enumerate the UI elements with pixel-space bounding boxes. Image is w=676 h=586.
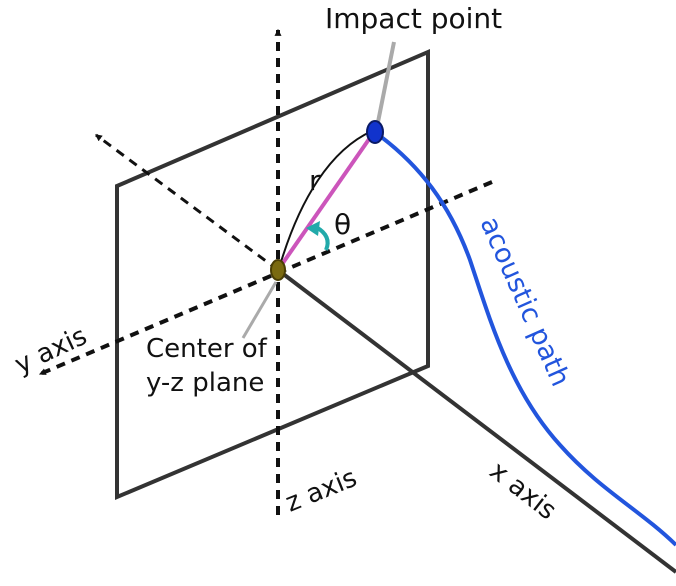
- center-label-line2: y-z plane: [146, 368, 264, 398]
- impact-point-dot: [366, 120, 384, 144]
- x-axis-line: [276, 268, 676, 574]
- impact-pointer-line: [376, 41, 396, 123]
- y-axis-line: [38, 180, 493, 376]
- center-point-dot: [270, 259, 286, 281]
- impact-point-label: Impact point: [325, 2, 502, 35]
- acoustic-path-curve: [374, 131, 676, 547]
- z-axis-label: z axis: [281, 463, 361, 519]
- theta-label: θ: [334, 208, 351, 241]
- x-axis-negative-line: [95, 133, 279, 272]
- radius-line: [276, 130, 376, 272]
- yz-plane: [115, 48, 430, 501]
- r-label: r: [309, 164, 321, 197]
- acoustic-path-label: acoustic path: [474, 212, 576, 391]
- x-axis-label: x axis: [484, 456, 562, 526]
- center-pointer-line: [241, 281, 278, 339]
- theta-arc-arrowhead: [306, 221, 320, 236]
- center-label-line1: Center of: [146, 334, 268, 364]
- r-arc: [280, 130, 373, 263]
